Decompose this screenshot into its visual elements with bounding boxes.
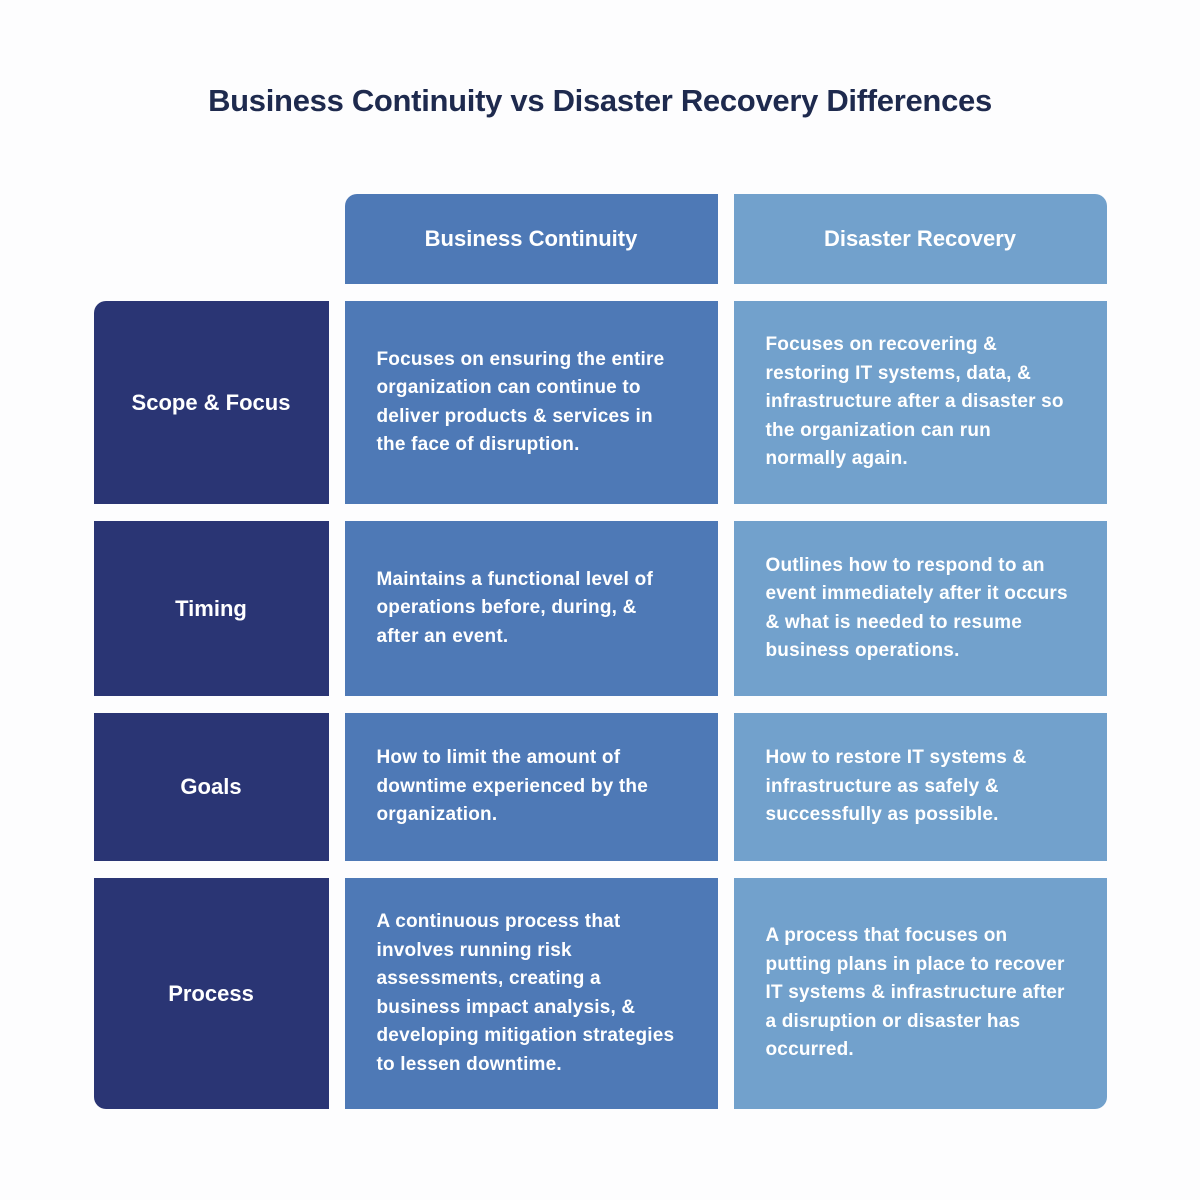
column-header-disaster-recovery: Disaster Recovery [733,194,1107,284]
page-title: Business Continuity vs Disaster Recovery… [208,83,992,118]
cell-text: A continuous process that involves runni… [376,911,675,1075]
cell-goals-business-continuity: How to limit the amount of downtime expe… [344,713,718,861]
cell-text: Focuses on recovering & restoring IT sys… [765,334,1064,470]
row-header-timing: Timing [93,521,329,696]
cell-text: A process that focuses on putting plans … [765,925,1065,1061]
cell-process-disaster-recovery: A process that focuses on putting plans … [733,878,1107,1109]
cell-text: How to limit the amount of downtime expe… [376,747,648,826]
infographic-page: Business Continuity vs Disaster Recovery… [0,82,1200,1200]
column-header-business-continuity: Business Continuity [344,194,718,284]
cell-goals-disaster-recovery: How to restore IT systems & infrastructu… [733,713,1107,861]
cell-scope-focus-business-continuity: Focuses on ensuring the entire organizat… [344,301,718,504]
cell-timing-business-continuity: Maintains a functional level of operatio… [344,521,718,696]
cell-process-business-continuity: A continuous process that involves runni… [344,878,718,1109]
row-header-process: Process [93,878,329,1109]
table-corner-spacer [94,194,329,284]
row-header-goals: Goals [93,713,329,861]
comparison-table: Business Continuity Disaster Recovery Sc… [93,194,1107,1109]
cell-timing-disaster-recovery: Outlines how to respond to an event imme… [733,521,1107,696]
row-header-scope-focus: Scope & Focus [93,301,329,504]
cell-text: Maintains a functional level of operatio… [376,568,653,647]
cell-text: Focuses on ensuring the entire organizat… [376,348,665,456]
cell-scope-focus-disaster-recovery: Focuses on recovering & restoring IT sys… [733,301,1107,504]
cell-text: Outlines how to respond to an event imme… [765,554,1068,662]
cell-text: How to restore IT systems & infrastructu… [765,747,1027,826]
